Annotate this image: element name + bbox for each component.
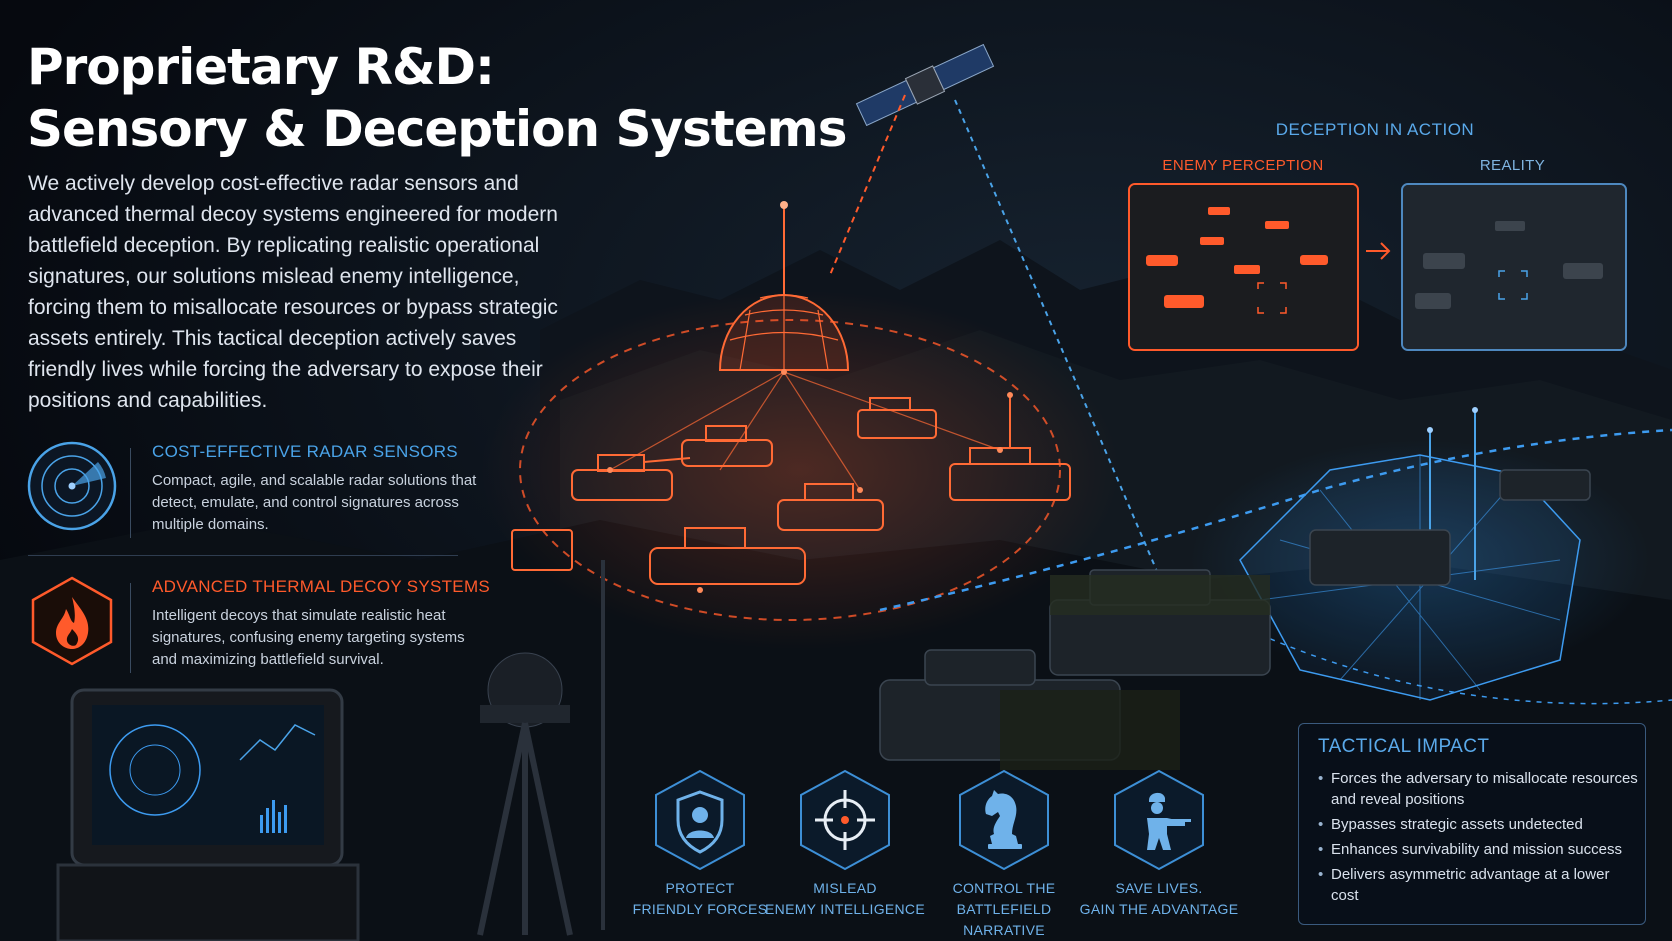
list-item: Enhances survivability and mission succe…: [1318, 839, 1638, 860]
enemy-perception-label: ENEMY PERCEPTION: [1162, 157, 1324, 174]
pillar-label-line-2: FRIENDLY FORCES: [632, 901, 768, 917]
list-item: Forces the adversary to misallocate reso…: [1318, 768, 1638, 810]
pillar-label-line-2: ENEMY INTELLIGENCE: [765, 901, 925, 917]
radar-icon: [27, 441, 117, 531]
tactical-impact-list: Forces the adversary to misallocate reso…: [1318, 768, 1638, 910]
reality-label: REALITY: [1479, 157, 1546, 174]
pillar-label: PROTECT FRIENDLY FORCES: [610, 878, 790, 920]
pillar-label-line-1: SAVE LIVES.: [1115, 880, 1203, 896]
pillar-mislead-intelligence: MISLEAD ENEMY INTELLIGENCE: [755, 768, 935, 920]
rugged-laptop-icon: [56, 688, 360, 941]
chess-knight-icon: [959, 769, 1049, 871]
reality-panel: [1401, 183, 1627, 351]
feature-separator: [130, 583, 131, 673]
pillar-label-line-1: MISLEAD: [813, 880, 877, 896]
pillar-label-line-2: BATTLEFIELD NARRATIVE: [956, 901, 1052, 938]
title-line-2: Sensory & Deception Systems: [27, 100, 847, 158]
enemy-perception-panel: [1128, 183, 1359, 351]
pillar-label-line-1: CONTROL THE: [952, 880, 1056, 896]
list-item: Bypasses strategic assets undetected: [1318, 814, 1638, 835]
deception-section-title: DECEPTION IN ACTION: [1275, 120, 1475, 139]
pillar-protect-forces: PROTECT FRIENDLY FORCES: [610, 768, 790, 920]
satellite-icon: [855, 43, 995, 127]
pillar-control-narrative: CONTROL THE BATTLEFIELD NARRATIVE: [914, 768, 1094, 941]
title-line-1: Proprietary R&D:: [27, 38, 495, 96]
feature-description: Intelligent decoys that simulate realist…: [152, 607, 465, 668]
feature-divider: [28, 555, 458, 556]
feature-title: COST-EFFECTIVE RADAR SENSORS: [152, 442, 458, 461]
intro-paragraph: We actively develop cost-effective radar…: [28, 172, 558, 412]
pillar-label: MISLEAD ENEMY INTELLIGENCE: [755, 878, 935, 920]
real-terrain-view: [1403, 185, 1625, 349]
shield-person-icon: [655, 769, 745, 871]
tactical-impact-box: TACTICAL IMPACT Forces the adversary to …: [1298, 723, 1646, 925]
feature-description: Compact, agile, and scalable radar solut…: [152, 472, 477, 533]
crosshair-icon: [800, 769, 890, 871]
tactical-impact-title: TACTICAL IMPACT: [1318, 736, 1490, 757]
thermal-decoy-view: [1130, 185, 1357, 349]
soldier-icon: [1114, 769, 1204, 871]
ground-sensor-icon: [477, 560, 605, 936]
pillar-save-lives: SAVE LIVES. GAIN THE ADVANTAGE: [1069, 768, 1249, 920]
page-title: Proprietary R&D: Sensory & Deception Sys…: [27, 36, 847, 160]
feature-title: ADVANCED THERMAL DECOY SYSTEMS: [152, 577, 491, 596]
pillar-label: SAVE LIVES. GAIN THE ADVANTAGE: [1069, 878, 1249, 920]
pillar-label-line-2: GAIN THE ADVANTAGE: [1079, 901, 1239, 917]
pillar-label: CONTROL THE BATTLEFIELD NARRATIVE: [914, 878, 1094, 941]
arrow-right-icon: [1366, 242, 1391, 260]
pillar-label-line-1: PROTECT: [665, 880, 735, 896]
list-item: Delivers asymmetric advantage at a lower…: [1318, 864, 1638, 906]
flame-icon: [31, 576, 113, 666]
feature-separator: [130, 448, 131, 538]
